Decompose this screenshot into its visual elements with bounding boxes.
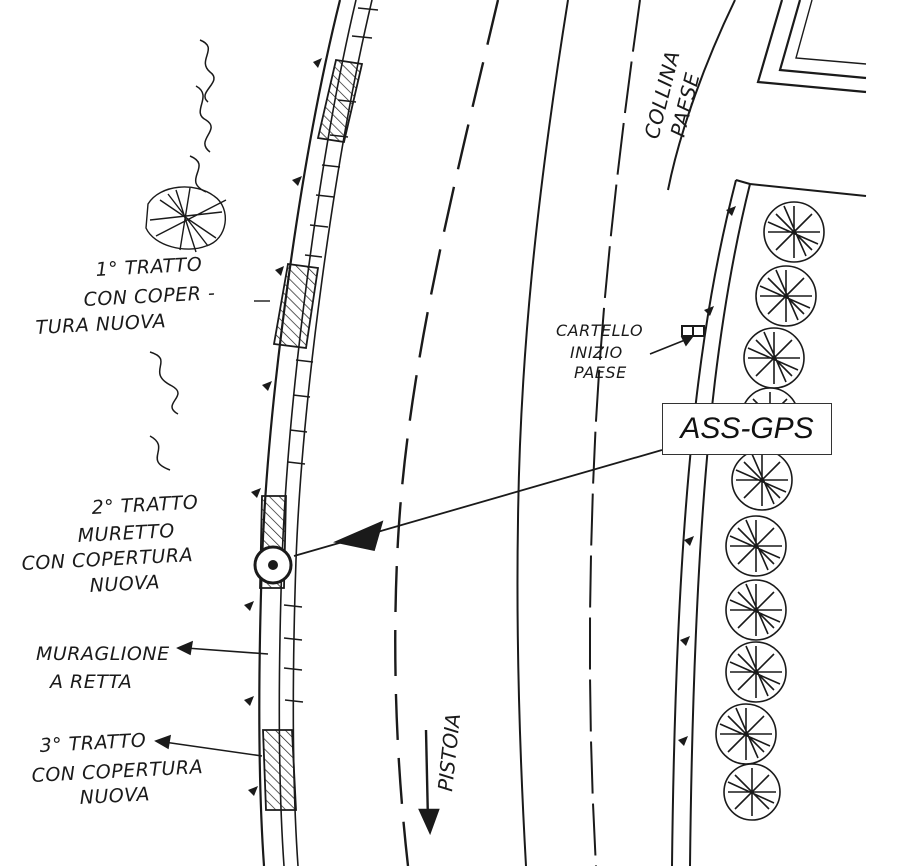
svg-text:CON COPERTURA: CON COPERTURA xyxy=(21,544,193,575)
village-block xyxy=(756,0,867,94)
wall-marks-left xyxy=(244,58,322,796)
svg-text:NUOVA: NUOVA xyxy=(79,783,150,809)
svg-text:3° TRATTO: 3° TRATTO xyxy=(39,729,147,757)
svg-text:A RETTA: A RETTA xyxy=(48,671,132,693)
collina-label: COLLINA PAESE xyxy=(640,48,705,141)
svg-text:NUOVA: NUOVA xyxy=(89,571,160,597)
coping-section-1 xyxy=(272,262,320,350)
gps-callout-label: ASS-GPS xyxy=(680,412,814,445)
tratto2-label: 2° TRATTO MURETTO CON COPERTURA NUOVA xyxy=(21,491,199,597)
svg-text:PAESE: PAESE xyxy=(574,363,627,382)
coping-section-3 xyxy=(262,729,297,811)
coping-section-top xyxy=(316,58,364,144)
road-dashed-centerline xyxy=(394,0,500,866)
bush-icon xyxy=(145,186,227,253)
tree-icon xyxy=(723,763,781,821)
tree-icon xyxy=(725,515,787,577)
tree-icon xyxy=(755,265,817,327)
direction-arrow xyxy=(418,729,440,836)
tree-icon xyxy=(763,201,825,263)
muraglione-arrow xyxy=(176,640,269,656)
tree-icon xyxy=(743,327,805,389)
svg-text:2° TRATTO: 2° TRATTO xyxy=(91,491,199,519)
tratto1-label: 1° TRATTO CON COPER - TURA NUOVA xyxy=(35,253,216,339)
tree-icon xyxy=(715,703,777,765)
tratto3-label: 3° TRATTO CON COPERTURA NUOVA xyxy=(31,729,203,809)
road-edge-lines xyxy=(516,0,736,866)
svg-text:CON COPERTURA: CON COPERTURA xyxy=(31,756,203,787)
tree-icon xyxy=(731,449,793,511)
gps-callout: ASS-GPS xyxy=(662,403,832,455)
svg-text:CON COPER -: CON COPER - xyxy=(83,282,216,311)
tree-icon xyxy=(725,579,787,641)
svg-text:MURETTO: MURETTO xyxy=(77,520,175,547)
sign-pointer xyxy=(649,336,694,355)
tree-icon xyxy=(725,641,787,703)
svg-text:1° TRATTO: 1° TRATTO xyxy=(95,253,203,281)
vegetation-scribbles xyxy=(149,39,215,471)
muraglione-label: MURAGLIONE A RETTA xyxy=(36,643,170,693)
gps-marker-icon xyxy=(253,545,293,585)
pistoia-label: PISTOIA xyxy=(433,712,465,792)
svg-text:TURA NUOVA: TURA NUOVA xyxy=(35,310,167,339)
svg-text:MURAGLIONE: MURAGLIONE xyxy=(36,643,170,665)
town-sign-icon xyxy=(681,325,705,337)
svg-text:INIZIO: INIZIO xyxy=(570,343,623,362)
svg-text:CARTELLO: CARTELLO xyxy=(556,321,643,340)
gps-pointer xyxy=(293,449,663,557)
svg-text:PISTOIA: PISTOIA xyxy=(433,712,465,792)
tree-row xyxy=(715,201,825,821)
tratto3-arrow xyxy=(154,734,263,757)
cartello-label: CARTELLO INIZIO PAESE xyxy=(556,321,643,382)
